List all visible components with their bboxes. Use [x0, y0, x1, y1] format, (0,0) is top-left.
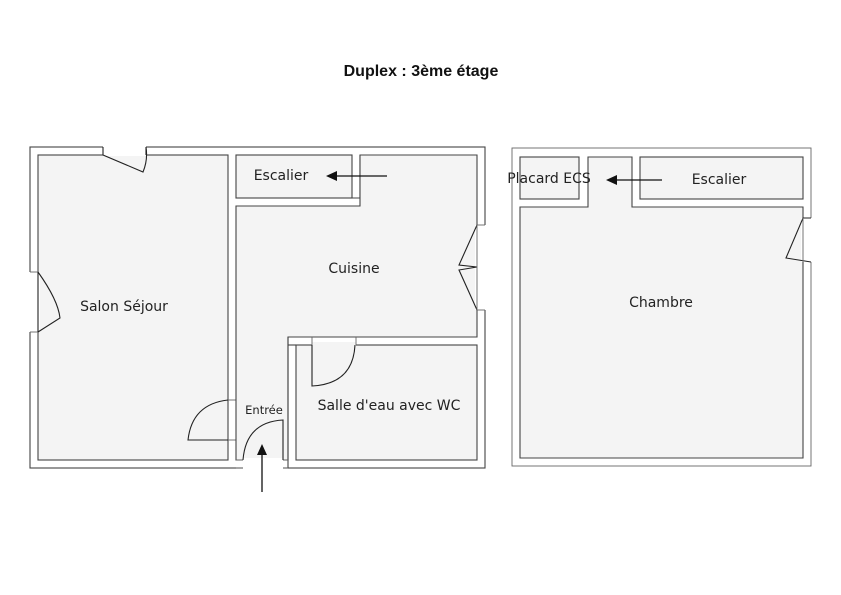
left-floor-plan: Salon Séjour Escalier Cuisine Entrée Sal…: [28, 144, 487, 492]
chambre-window-icon: [785, 217, 812, 263]
salon-left-door-icon: [37, 271, 61, 333]
salle-eau-room: [295, 344, 478, 461]
entree-arrowhead: [257, 444, 267, 455]
label-entree: Entrée: [245, 403, 283, 417]
label-escalier-left: Escalier: [254, 168, 309, 184]
escalier-left-arrowhead: [326, 171, 337, 181]
escalier-right-room: [639, 156, 804, 200]
placard-room: [519, 156, 580, 200]
salle-eau-door-icon: [311, 344, 356, 387]
label-salon: Salon Séjour: [80, 299, 168, 315]
salon-top-door-icon: [102, 146, 148, 173]
salon-left-door-gap: [28, 272, 40, 332]
plan-title: Duplex : 3ème étage: [344, 63, 499, 80]
escalier-right-arrowhead: [606, 175, 617, 185]
right-outer-wall: [511, 147, 812, 467]
chambre-room: [519, 156, 804, 459]
label-salle-eau: Salle d'eau avec WC: [318, 398, 461, 414]
label-cuisine: Cuisine: [328, 261, 379, 277]
salon-entry-door-icon: [187, 399, 229, 441]
entree-door-icon: [242, 419, 284, 461]
label-escalier-right: Escalier: [692, 172, 747, 188]
label-chambre: Chambre: [629, 295, 693, 311]
label-placard: Placard ECS: [507, 171, 591, 187]
right-floor-plan: Placard ECS Escalier Chambre: [507, 147, 813, 467]
